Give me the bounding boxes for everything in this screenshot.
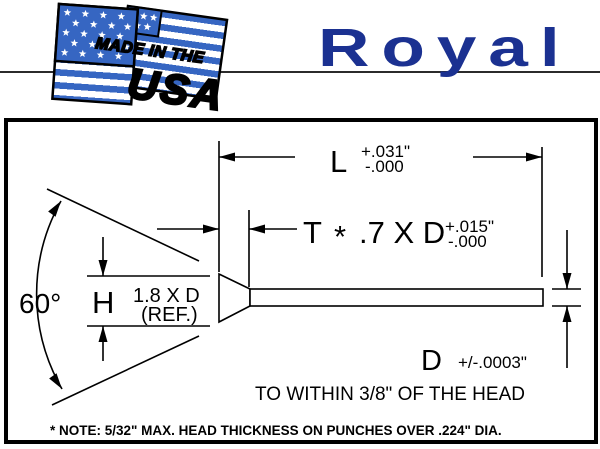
punch-shank-shape (249, 288, 544, 307)
drawing-border (4, 118, 598, 444)
dim-H-formula: 1.8 X D (133, 285, 200, 307)
dim-L-tol-plus: +.031" (361, 142, 410, 161)
front-flag (51, 2, 140, 106)
header-divider-line (0, 71, 600, 73)
dim-H-label: H (92, 285, 114, 320)
dim-L-label: L (330, 144, 347, 179)
dim-H-ref: (REF.) (141, 304, 198, 326)
dim-D-label: D (421, 345, 442, 377)
angle-arc (35, 200, 63, 390)
royal-wordmark: Royal (318, 18, 572, 78)
dim-D-tolerance: +/-.0003" (458, 353, 527, 372)
made-in-usa-flag-logo: MADE IN THE USA (51, 2, 229, 112)
dim-L-tol-minus: -.000 (365, 157, 404, 176)
cone-angle-label: 60° (19, 288, 61, 319)
dim-T-tol-plus: +.015" (445, 217, 494, 236)
dim-T-note-marker: * (334, 219, 346, 254)
runout-note: TO WITHIN 3/8" OF THE HEAD (255, 384, 525, 405)
dim-T-tol-minus: -.000 (448, 232, 487, 251)
cone-angle-lines (35, 188, 200, 406)
dim-T-label: T (303, 215, 322, 250)
dim-T-formula: .7 X D (359, 215, 445, 250)
footnote: * NOTE: 5/32" MAX. HEAD THICKNESS ON PUN… (50, 423, 502, 438)
